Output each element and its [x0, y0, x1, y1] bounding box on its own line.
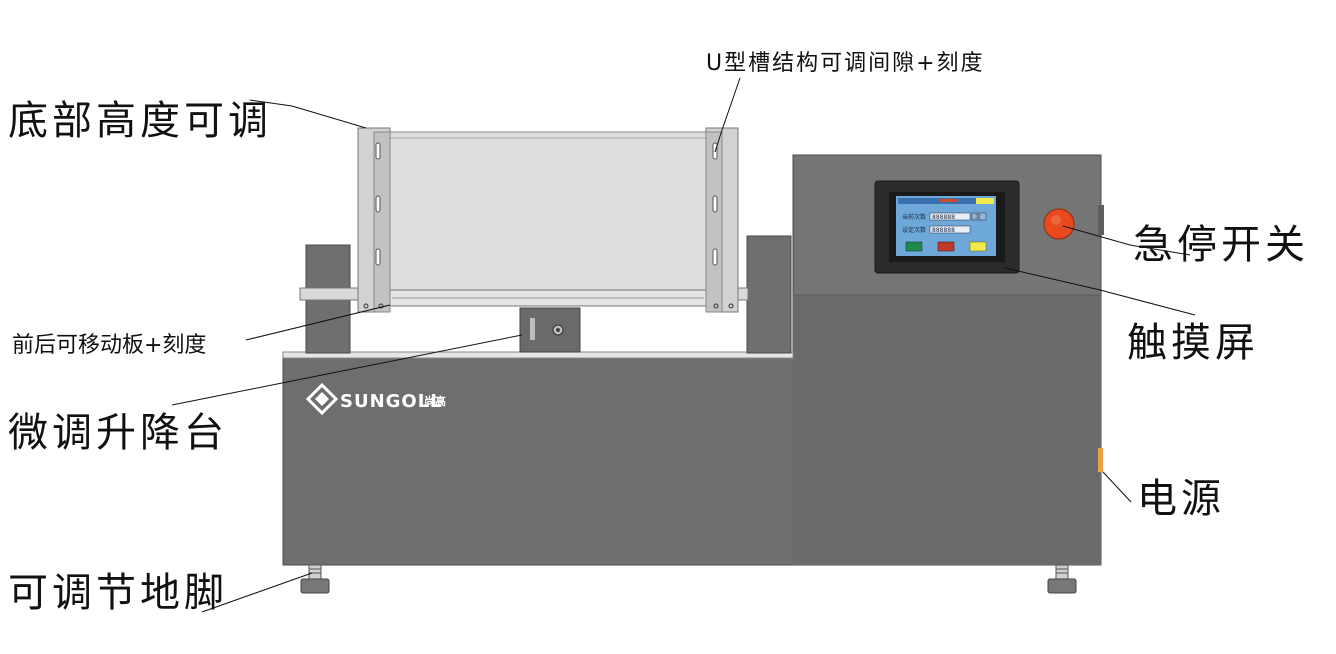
- emergency-stop-button[interactable]: [1043, 208, 1075, 240]
- power-connector: [1098, 448, 1103, 472]
- brand-logo: SUNGOLL 尚高: [305, 382, 446, 416]
- label-power: 电源: [1137, 476, 1225, 522]
- side-post-right: [746, 235, 792, 354]
- label-bottom-height: 底部高度可调: [8, 98, 272, 144]
- screen-row2-label: 设定次数: [902, 226, 926, 234]
- screen-start-button[interactable]: [905, 241, 923, 252]
- u-slot-frame: [357, 127, 739, 313]
- cabinet: [282, 154, 1104, 566]
- screen-reset-button[interactable]: [969, 241, 987, 252]
- label-front-back-plate: 前后可移动板+刻度: [12, 333, 206, 358]
- label-u-slot: U型槽结构可调间隙+刻度: [706, 51, 985, 76]
- side-tab: [1098, 205, 1104, 235]
- brand-name: SUNGOLL: [340, 391, 443, 412]
- screen-row1-label: 当前次数: [902, 213, 926, 221]
- screen-stop-button[interactable]: [937, 241, 955, 252]
- screen-row2-value: 888888: [932, 227, 955, 234]
- micro-lift-platform: [519, 307, 581, 353]
- cabinet-right-lower: [793, 295, 1101, 565]
- label-estop: 急停开关: [1133, 222, 1309, 268]
- brand-cn: 尚高: [424, 394, 446, 408]
- table-top: [282, 351, 794, 359]
- screen-row1-value: 888888: [932, 214, 955, 221]
- screen-row1-unit: 次: [975, 213, 981, 221]
- touch-screen[interactable]: 当前次数 888888 次 设定次数 888888: [874, 180, 1020, 274]
- label-micro-lift: 微调升降台: [8, 410, 228, 456]
- adjustable-foot-left: [300, 564, 330, 594]
- sample-panel: [375, 131, 721, 297]
- label-touch-screen: 触摸屏: [1127, 320, 1259, 366]
- leader-lines: [171, 77, 1196, 613]
- label-feet: 可调节地脚: [8, 570, 228, 616]
- adjustable-foot-right: [1047, 564, 1077, 594]
